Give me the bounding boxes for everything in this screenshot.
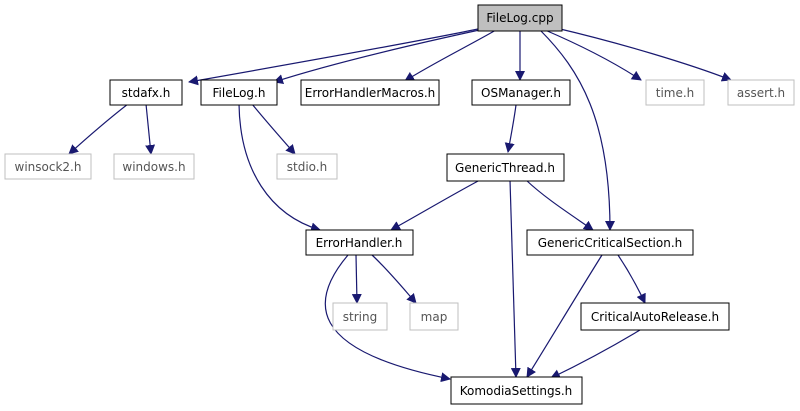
- node-assert-h[interactable]: assert.h: [727, 79, 795, 106]
- node-criticalautorelease-h[interactable]: CriticalAutoRelease.h: [580, 302, 730, 331]
- node-genericthread-h[interactable]: GenericThread.h: [446, 153, 565, 182]
- edge-genericcriticalsection-h-to-komodiasettings-h: [526, 254, 603, 378]
- edge-genericthread-h-to-komodiasettings-h: [509, 179, 521, 378]
- edge-filelog-cpp-to-filelog-h: [273, 28, 485, 85]
- edge-filelog-h-to-stdio-h: [251, 103, 296, 155]
- edge-errorhandler-h-to-komodiasettings-h: [324, 254, 451, 383]
- edge-stdafx-h-to-winsock2-h: [68, 103, 129, 155]
- node-filelog-cpp-label: FileLog.cpp: [486, 11, 553, 25]
- node-string[interactable]: string: [332, 302, 388, 331]
- node-criticalautorelease-h-label: CriticalAutoRelease.h: [591, 310, 719, 324]
- edge-filelog-cpp-to-time-h: [544, 29, 642, 81]
- node-filelog-cpp[interactable]: FileLog.cpp: [477, 4, 563, 32]
- node-komodiasettings-h[interactable]: KomodiaSettings.h: [450, 376, 583, 405]
- edge-stdafx-h-to-windows-h: [145, 103, 156, 155]
- node-time-h[interactable]: time.h: [645, 79, 705, 106]
- edge-filelog-cpp-to-stdafx-h: [188, 28, 479, 86]
- node-filelog-h[interactable]: FileLog.h: [200, 79, 278, 106]
- node-string-label: string: [343, 310, 377, 324]
- node-stdafx-h[interactable]: stdafx.h: [109, 79, 183, 106]
- node-stdafx-h-label: stdafx.h: [122, 86, 171, 100]
- node-windows-h[interactable]: windows.h: [113, 153, 195, 180]
- node-genericcriticalsection-h[interactable]: GenericCriticalSection.h: [526, 229, 694, 256]
- node-assert-h-label: assert.h: [737, 86, 785, 100]
- edge-filelog-cpp-to-genericcriticalsection-h: [539, 29, 615, 231]
- node-errorhandlermacros-h-label: ErrorHandlerMacros.h: [305, 86, 436, 100]
- node-winsock2-h-label: winsock2.h: [15, 160, 82, 174]
- edge-errorhandler-h-to-string: [351, 254, 362, 304]
- node-windows-h-label: windows.h: [122, 160, 185, 174]
- edge-filelog-cpp-to-errorhandlermacros-h: [404, 29, 497, 82]
- edges: [68, 27, 732, 383]
- edge-genericcriticalsection-h-to-criticalautorelease-h: [617, 254, 646, 304]
- edge-genericthread-h-to-genericcriticalsection-h: [525, 179, 594, 231]
- node-genericcriticalsection-h-label: GenericCriticalSection.h: [538, 236, 683, 250]
- node-stdio-h[interactable]: stdio.h: [276, 153, 338, 180]
- edge-errorhandler-h-to-map: [371, 254, 417, 304]
- edge-filelog-cpp-to-assert-h: [555, 27, 732, 82]
- nodes: FileLog.cpp stdafx.h FileLog.h ErrorHand…: [4, 4, 795, 405]
- node-errorhandlermacros-h[interactable]: ErrorHandlerMacros.h: [300, 79, 440, 106]
- node-winsock2-h[interactable]: winsock2.h: [4, 153, 92, 180]
- node-komodiasettings-h-label: KomodiaSettings.h: [460, 384, 573, 398]
- node-time-h-label: time.h: [656, 86, 695, 100]
- edge-criticalautorelease-h-to-komodiasettings-h: [550, 329, 641, 379]
- edge-genericthread-h-to-errorhandler-h: [390, 179, 481, 231]
- node-map[interactable]: map: [409, 302, 459, 331]
- node-stdio-h-label: stdio.h: [287, 160, 327, 174]
- node-errorhandler-h[interactable]: ErrorHandler.h: [305, 229, 414, 256]
- node-map-label: map: [421, 310, 448, 324]
- edge-filelog-h-to-errorhandler-h: [238, 103, 321, 233]
- node-osmanager-h-label: OSManager.h: [481, 86, 561, 100]
- node-osmanager-h[interactable]: OSManager.h: [471, 79, 571, 106]
- node-filelog-h-label: FileLog.h: [213, 86, 266, 100]
- node-errorhandler-h-label: ErrorHandler.h: [316, 236, 403, 250]
- node-genericthread-h-label: GenericThread.h: [455, 161, 555, 175]
- edge-osmanager-h-to-genericthread-h: [504, 104, 517, 153]
